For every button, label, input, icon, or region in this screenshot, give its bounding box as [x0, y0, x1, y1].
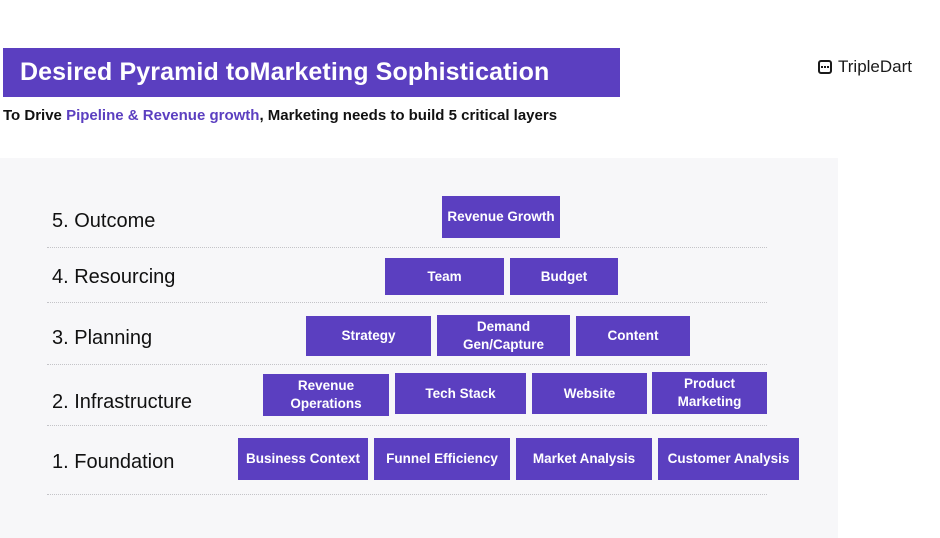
block-tech-stack: Tech Stack [395, 373, 526, 414]
block-customer-analysis: Customer Analysis [658, 438, 799, 480]
block-revenue-growth: Revenue Growth [442, 196, 560, 238]
block-demand-gen-capture: Demand Gen/Capture [437, 315, 570, 356]
brand-logo: TripleDart [818, 56, 912, 78]
block-website: Website [532, 373, 647, 414]
dotted-square-icon [818, 60, 832, 74]
block-funnel-efficiency: Funnel Efficiency [374, 438, 510, 480]
layer-separator [47, 364, 767, 365]
subtitle: To Drive Pipeline & Revenue growth, Mark… [3, 107, 557, 124]
block-market-analysis: Market Analysis [516, 438, 652, 480]
layer-label-infrastructure: 2. Infrastructure [52, 391, 193, 413]
block-content: Content [576, 316, 690, 356]
subtitle-prefix: To Drive [3, 107, 67, 124]
layer-label-outcome: 5. Outcome [52, 210, 156, 232]
layer-separator [47, 494, 767, 495]
page-title-text: Desired Pyramid toMarketing Sophisticati… [20, 58, 550, 86]
block-business-context: Business Context [238, 438, 368, 480]
block-strategy: Strategy [306, 316, 431, 356]
layer-separator [47, 425, 767, 426]
layer-label-foundation: 1. Foundation [52, 451, 175, 473]
block-team: Team [385, 258, 504, 295]
brand-logo-text: TripleDart [838, 57, 912, 76]
layer-label-resourcing: 4. Resourcing [52, 266, 176, 288]
layer-separator [47, 302, 767, 303]
layer-label-planning: 3. Planning [52, 327, 153, 349]
subtitle-highlight: Pipeline & Revenue growth [66, 107, 260, 124]
block-revenue-operations: Revenue Operations [263, 374, 389, 416]
page-title: Desired Pyramid toMarketing Sophisticati… [3, 48, 620, 97]
layer-separator [47, 247, 767, 248]
block-budget: Budget [510, 258, 618, 295]
block-product-marketing: Product Marketing [652, 372, 767, 414]
subtitle-suffix: , Marketing needs to build 5 critical la… [259, 107, 558, 124]
